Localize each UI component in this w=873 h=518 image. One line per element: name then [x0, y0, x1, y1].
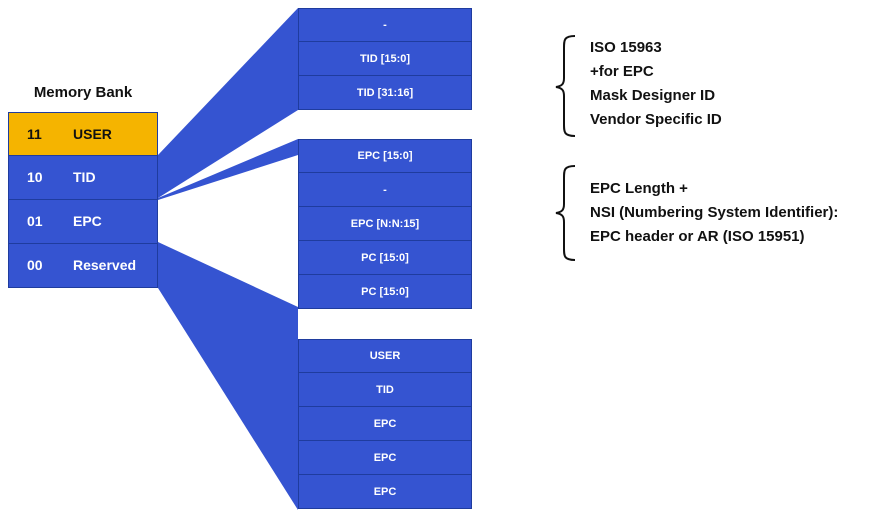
reserved-connector	[158, 242, 298, 510]
bank-name: USER	[73, 126, 112, 142]
epc-cell: PC [15:0]	[298, 275, 472, 309]
epc-cell: EPC [N:N:15]	[298, 207, 472, 241]
bank-row-tid: 10 TID	[8, 156, 158, 200]
reserved-cell: TID	[298, 373, 472, 407]
tid-note-line: Vendor Specific ID	[590, 111, 722, 128]
epc-cell: EPC [15:0]	[298, 139, 472, 173]
tid-connector	[158, 8, 298, 198]
epc-connector	[158, 139, 298, 200]
tid-note-line: Mask Designer ID	[590, 87, 716, 104]
reserved-cell: USER	[298, 339, 472, 373]
reserved-cell: EPC	[298, 475, 472, 509]
epc-cell: -	[298, 173, 472, 207]
bank-code: 01	[27, 213, 43, 229]
epc-note-line: NSI (Numbering System Identifier):	[590, 204, 839, 221]
tid-note: ISO 15963 +for EPC Mask Designer ID Vend…	[590, 36, 722, 132]
epc-cell: PC [15:0]	[298, 241, 472, 275]
bank-name: Reserved	[73, 257, 137, 273]
tid-note-line: ISO 15963	[590, 39, 662, 56]
epc-note: EPC Length + NSI (Numbering System Ident…	[590, 177, 838, 249]
bank-code: 10	[27, 169, 43, 185]
bank-row-reserved: 00 Reserved	[8, 244, 158, 288]
tid-cell: -	[298, 8, 472, 42]
epc-note-line: EPC Length +	[590, 180, 688, 197]
bank-code: 11	[27, 126, 42, 142]
memory-bank-title: Memory Bank	[33, 84, 133, 101]
epc-note-line: EPC header or AR (ISO 15951)	[590, 228, 805, 245]
tid-note-line: +for EPC	[590, 63, 654, 80]
bank-code: 00	[27, 257, 43, 273]
bank-name: TID	[73, 169, 96, 185]
bank-name: EPC	[73, 213, 102, 229]
reserved-cell: EPC	[298, 441, 472, 475]
tid-cell: TID [15:0]	[298, 42, 472, 76]
tid-cell: TID [31:16]	[298, 76, 472, 110]
reserved-cell: EPC	[298, 407, 472, 441]
bank-row-user: 11 USER	[8, 112, 158, 156]
bank-row-epc: 01 EPC	[8, 200, 158, 244]
